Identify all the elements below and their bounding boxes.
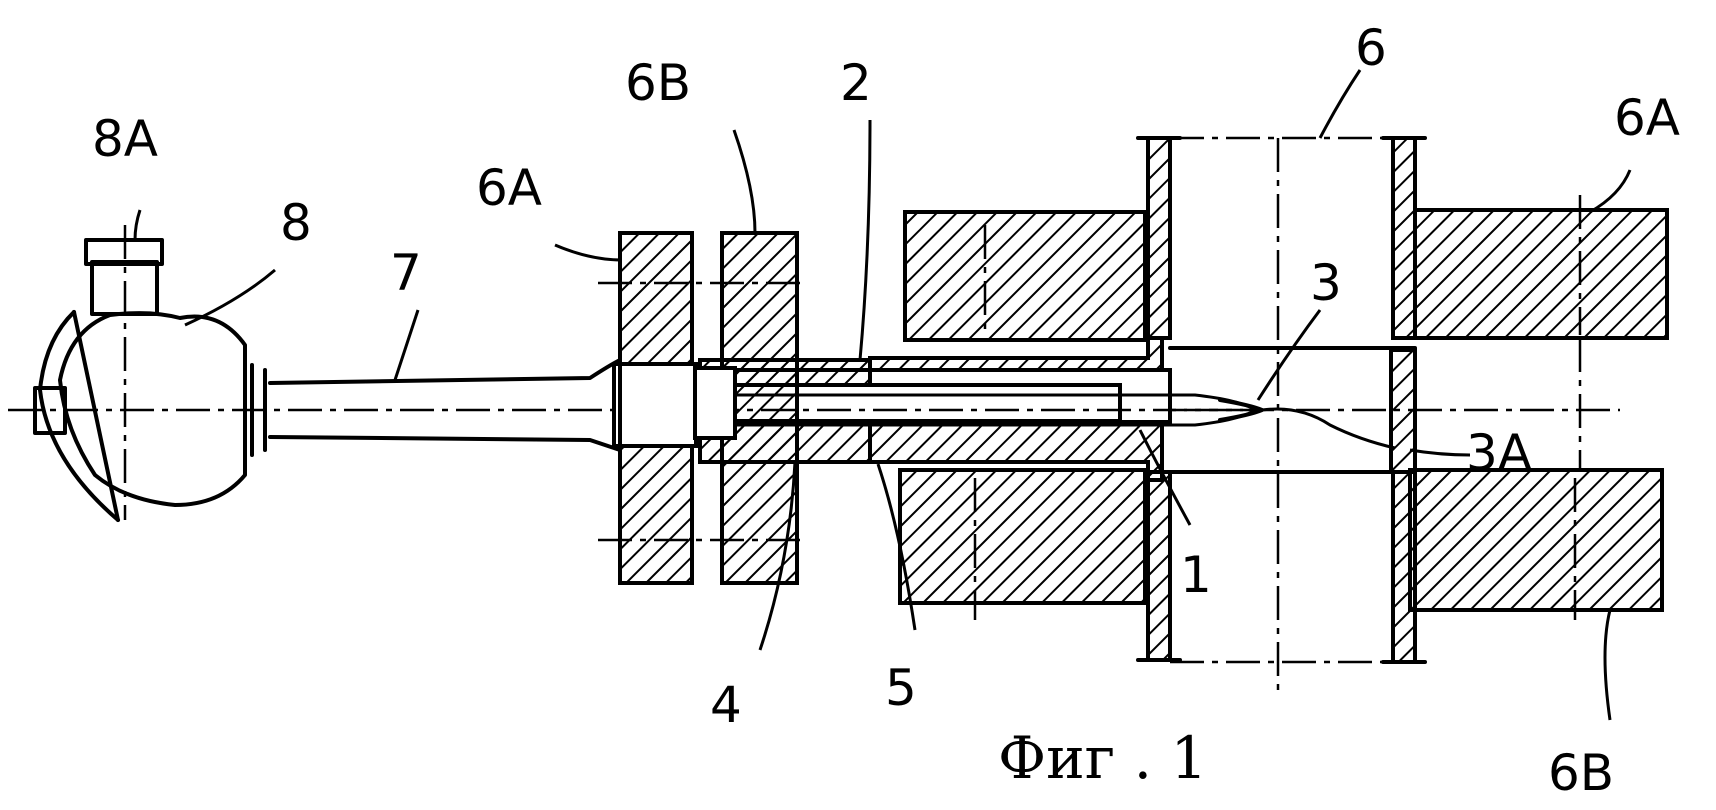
head-cover-edge [74,312,118,520]
pipe-wall-right-upper [1393,138,1415,338]
flange-gap [695,368,735,438]
leader-6a-left [555,245,622,260]
pipe-wall-right-lower [1393,472,1415,662]
label-6b-bottom: 6B [1548,744,1614,802]
label-8: 8 [280,194,312,252]
pipe-wall-left-lower [1148,472,1170,660]
leader-6a-right [1590,170,1630,212]
upper-left-block [905,212,1145,340]
lower-left-block [900,470,1145,603]
rod-7 [270,360,620,450]
pipe-wall-right-mid [1391,350,1415,472]
label-6a-left: 6A [476,159,542,217]
leader-6 [1320,70,1360,138]
leader-3a [1410,450,1470,455]
leader-6b-top [734,130,755,233]
leader-2 [860,120,870,360]
label-2: 2 [840,54,872,112]
lower-right-block [1410,470,1662,610]
label-1: 1 [1180,546,1212,604]
flange-bore [614,364,696,446]
leader-7 [395,310,418,380]
label-6a-right: 6A [1614,89,1680,147]
label-3: 3 [1310,254,1342,312]
lead-3a [1262,409,1395,448]
label-6: 6 [1355,19,1387,77]
label-7: 7 [390,244,422,302]
label-3a: 3A [1466,424,1532,482]
label-8a: 8A [92,110,158,168]
label-5: 5 [885,659,917,717]
leader-6b-bottom [1605,610,1610,720]
pipe-wall-left-upper [1148,138,1170,338]
leader-3 [1258,310,1320,400]
leader-8a [135,210,140,240]
label-4: 4 [710,676,742,734]
upper-right-block [1415,210,1667,338]
figure-caption: Фиг . 1 [998,724,1207,792]
label-6b-top: 6B [625,54,691,112]
